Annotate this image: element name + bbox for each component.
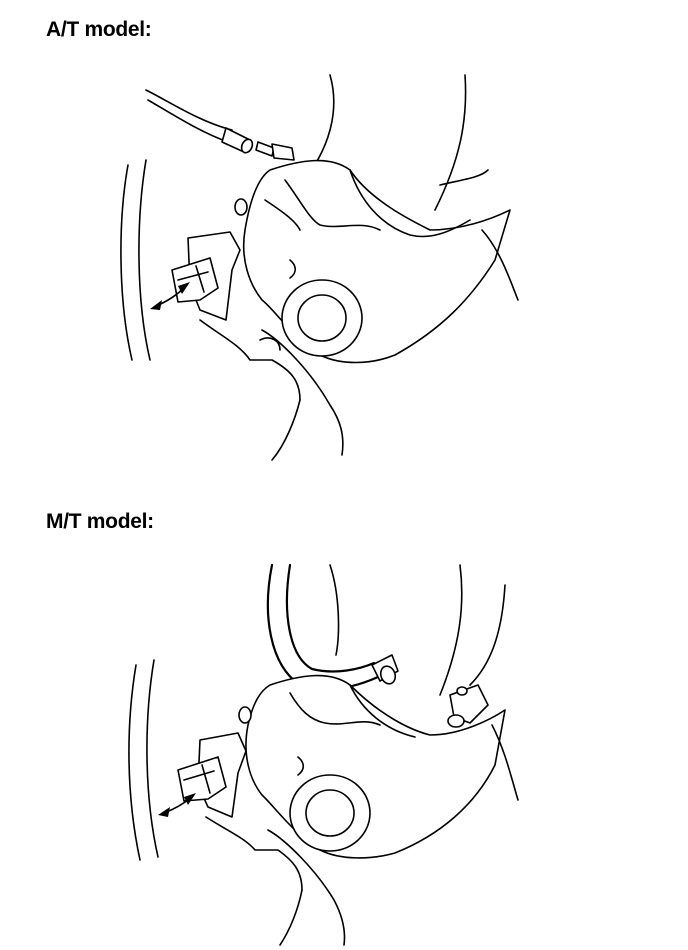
hose — [145, 89, 233, 131]
strut-tube-right — [434, 74, 467, 211]
hub-inner — [305, 789, 355, 837]
mt-model-heading: M/T model: — [46, 510, 154, 533]
hose-end — [371, 654, 399, 685]
lower-arm — [205, 816, 303, 891]
knuckle — [242, 159, 511, 364]
connector — [177, 756, 227, 802]
strut-tube-right — [439, 564, 463, 696]
sensor-cable — [267, 829, 346, 946]
bleeder-valve — [447, 684, 489, 728]
bolt — [238, 706, 252, 724]
lower-arm — [199, 319, 301, 401]
hose-end — [221, 127, 254, 154]
at-model-illustration — [0, 60, 688, 470]
breather-nipple — [255, 141, 275, 157]
hub-inner — [297, 294, 347, 342]
bolt — [234, 198, 248, 216]
wheel-edge-inner — [138, 159, 151, 361]
mt-model-illustration — [0, 545, 688, 950]
wheel-edge-inner — [146, 659, 159, 858]
wheel-edge — [120, 164, 133, 361]
at-model-heading: A/T model: — [46, 18, 152, 41]
wheel-edge — [128, 664, 141, 861]
sensor-cable — [261, 329, 344, 456]
